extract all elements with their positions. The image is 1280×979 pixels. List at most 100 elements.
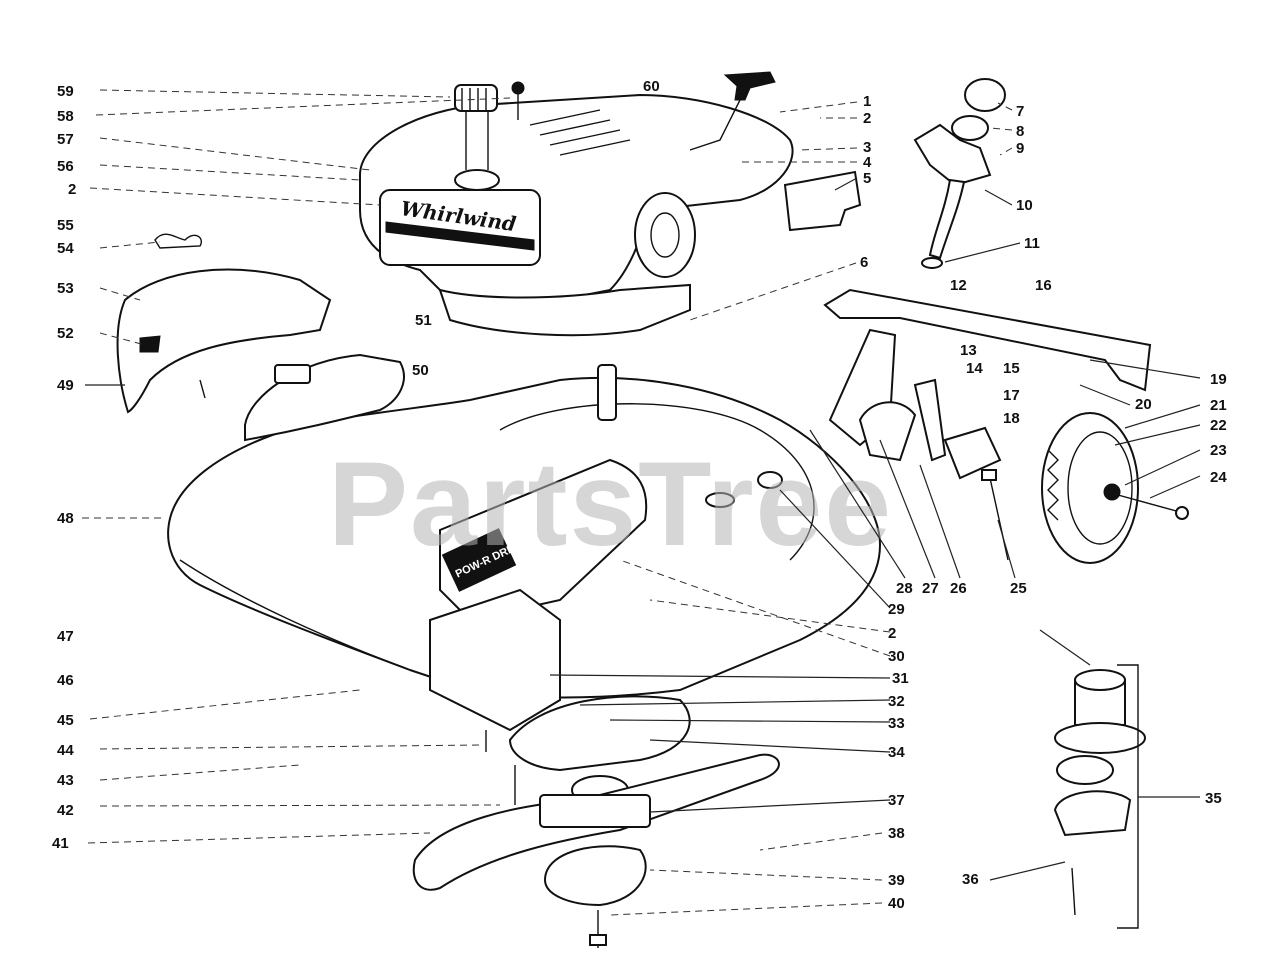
callout-11: 11 (1024, 235, 1040, 252)
filler-bracket (913, 123, 992, 187)
callout-7: 7 (1016, 103, 1024, 120)
wheel-rim (1067, 431, 1133, 545)
callout-15: 15 (1003, 360, 1020, 377)
callout-34: 34 (888, 744, 905, 761)
callout-46: 46 (57, 672, 74, 689)
grass-deflector (116, 268, 332, 414)
callout-33: 33 (888, 715, 905, 732)
engine-cooling-fins (529, 109, 631, 156)
callout-8: 8 (1016, 123, 1024, 140)
bracket (783, 170, 862, 232)
callout-18: 18 (1003, 410, 1020, 427)
spindle-top-cap (1074, 669, 1126, 691)
tire-tread (1047, 449, 1059, 521)
filler-collar (951, 115, 989, 141)
callout-12: 12 (950, 277, 967, 294)
callout-38: 38 (888, 825, 905, 842)
callout-4: 4 (863, 154, 872, 171)
callout-52: 52 (57, 325, 74, 342)
callout-44: 44 (57, 742, 74, 759)
callout-53: 53 (57, 280, 74, 297)
control-lever (689, 99, 741, 151)
callout-24: 24 (1210, 469, 1227, 486)
gear-housing (429, 588, 561, 732)
callout-14: 14 (966, 360, 983, 377)
callout-6: 6 (860, 254, 868, 271)
recoil-starter (634, 192, 696, 278)
watermark: PartsTree (328, 437, 893, 571)
callout-labels: 59 58 57 56 2 55 54 53 52 49 48 47 46 45… (52, 78, 1227, 912)
callout-29: 29 (888, 601, 905, 618)
deck-side-skirt (179, 559, 411, 671)
fuel-filler-neck (465, 112, 489, 170)
callout-54: 54 (57, 240, 74, 257)
callout-56: 56 (57, 158, 74, 175)
axle-plate (943, 426, 1002, 480)
callout-37: 37 (888, 792, 905, 809)
callout-60: 60 (643, 78, 660, 95)
collar-29 (757, 471, 783, 489)
wing-nut (154, 233, 202, 249)
deflector-stripe (139, 335, 161, 353)
spindle-bolt (1071, 867, 1076, 916)
blade-guard (543, 845, 647, 907)
callout-5: 5 (863, 170, 871, 187)
callout-32: 32 (888, 693, 905, 710)
fuel-tank-opening (454, 169, 500, 191)
callout-2b: 2 (888, 625, 896, 642)
spindle-flange (1054, 722, 1146, 754)
filler-tube (928, 178, 966, 260)
callout-49: 49 (57, 377, 74, 394)
spindle-cup (1053, 790, 1132, 837)
control-knob (723, 71, 776, 101)
callout-39: 39 (888, 872, 905, 889)
blade-bolt-head (589, 934, 607, 946)
callout-30: 30 (888, 648, 905, 665)
wheel-bolt (1117, 494, 1181, 513)
callout-22: 22 (1210, 417, 1227, 434)
callout-21: 21 (1210, 397, 1227, 414)
height-adjust-quadrant (858, 401, 917, 462)
axle-bracket-bar (823, 288, 1152, 392)
callout-28: 28 (896, 580, 913, 597)
screw-49 (199, 379, 206, 399)
decal-stripe (385, 221, 535, 251)
callout-43: 43 (57, 772, 74, 789)
blade-stiffener (539, 794, 651, 828)
deflector-clip (274, 364, 311, 384)
callout-2c: 2 (68, 181, 76, 198)
wheel-hub (1103, 483, 1121, 501)
callout-31: 31 (892, 670, 909, 687)
callout-3: 3 (863, 139, 871, 156)
callout-59: 59 (57, 83, 74, 100)
callout-57: 57 (57, 131, 74, 148)
dipstick-cap (964, 78, 1006, 112)
drive-cover (439, 458, 648, 622)
callout-13: 13 (960, 342, 977, 359)
wheel-tire (1041, 412, 1139, 564)
callout-10: 10 (1016, 197, 1033, 214)
callout-19: 19 (1210, 371, 1227, 388)
callout-1: 1 (863, 93, 871, 110)
o-ring (921, 257, 943, 269)
callout-58: 58 (57, 108, 74, 125)
callout-27: 27 (922, 580, 939, 597)
callout-17: 17 (1003, 387, 1020, 404)
callout-55: 55 (57, 217, 74, 234)
screw-head (511, 81, 525, 95)
callout-26: 26 (950, 580, 967, 597)
callout-23: 23 (1210, 442, 1227, 459)
callout-50: 50 (412, 362, 429, 379)
washer (705, 492, 735, 508)
bolt-head (981, 469, 997, 481)
spindle-collar (1056, 755, 1114, 785)
bolt (989, 477, 1009, 561)
recoil-starter-hub (650, 212, 680, 258)
callout-45: 45 (57, 712, 74, 729)
callout-42: 42 (57, 802, 74, 819)
adjust-lever (913, 378, 947, 462)
callout-47: 47 (57, 628, 74, 645)
callout-40: 40 (888, 895, 905, 912)
engine-base (438, 283, 691, 337)
